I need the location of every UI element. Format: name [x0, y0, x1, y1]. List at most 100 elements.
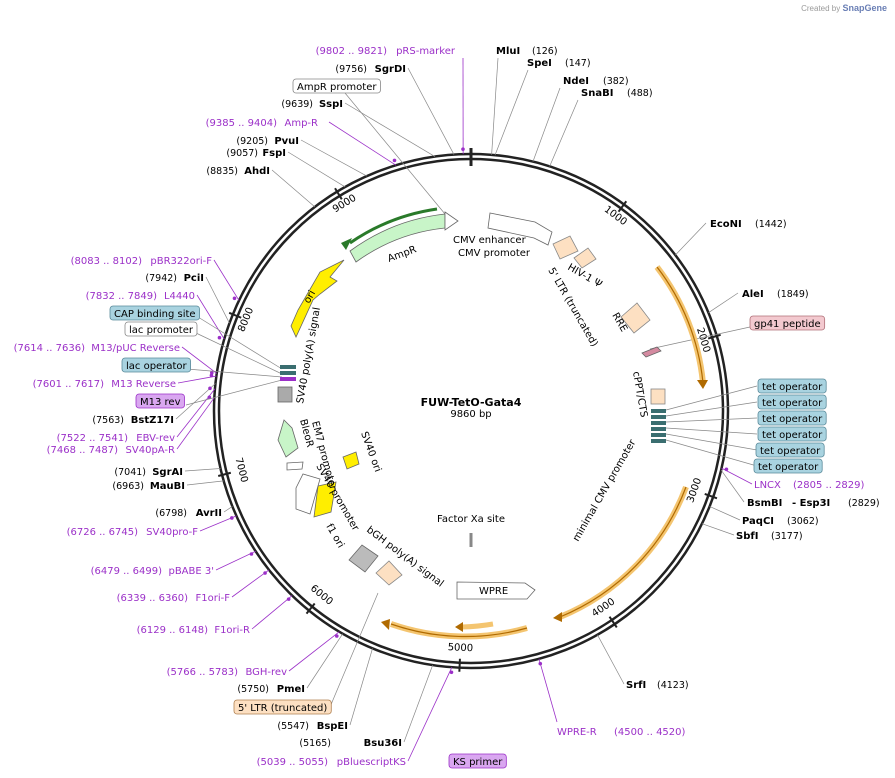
primer-amp-r[interactable]: Amp-R	[285, 118, 319, 129]
enzyme-bsmbi[interactable]: BsmBI	[747, 498, 782, 509]
cppt-feature[interactable]	[650, 388, 666, 405]
enzyme-maubi-pos: (6963)	[112, 481, 144, 492]
ampr-promoter-feature[interactable]	[444, 211, 459, 231]
ampr-feature[interactable]	[349, 213, 446, 263]
primer-f1ori-r[interactable]: F1ori-R	[214, 625, 250, 636]
bleor-feature[interactable]	[277, 419, 299, 458]
enzyme-alei[interactable]: AleI	[742, 289, 764, 300]
label-tet-operator-5[interactable]: tet operator	[755, 442, 825, 458]
enzyme-snabi-pos: (488)	[627, 88, 653, 99]
enzyme-pcii[interactable]: PciI	[184, 273, 204, 284]
gp41-feature[interactable]	[641, 346, 662, 358]
enzyme-bstz17i[interactable]: BstZ17I	[131, 415, 174, 426]
primer-lncx[interactable]: LNCX	[754, 480, 781, 491]
label-lac-promoter[interactable]: lac promoter	[124, 321, 198, 337]
primer-prs-marker[interactable]: pRS-marker	[396, 46, 456, 57]
label-5-ltr-truncated-box	[233, 699, 332, 715]
label-tet-operator-1[interactable]: tet operator	[757, 378, 827, 394]
enzyme-srfi[interactable]: SrfI	[626, 680, 646, 691]
primer-m13-puc-reverse[interactable]: M13/pUC Reverse	[91, 343, 180, 354]
enzyme-bspei[interactable]: BspEI	[317, 721, 348, 732]
label-5-ltr-truncated[interactable]: 5' LTR (truncated)	[233, 699, 332, 715]
primer-site-6	[208, 386, 212, 391]
primer-m13-reverse[interactable]: M13 Reverse	[111, 379, 176, 390]
label-lac-operator[interactable]: lac operator	[121, 357, 191, 373]
leader-primer-9	[215, 550, 256, 571]
primer-f1ori-f[interactable]: F1ori-F	[196, 593, 231, 604]
snapgene-logo-text: SnapGene	[842, 3, 887, 13]
enzyme-pmei[interactable]: PmeI	[277, 684, 305, 695]
ltr-truncated-feature[interactable]	[552, 235, 579, 260]
label-ks-primer[interactable]: KS primer	[448, 753, 507, 769]
enzyme-sspi[interactable]: SspI	[319, 99, 343, 110]
enzyme-econi[interactable]: EcoNI	[710, 219, 742, 230]
label-ampr-promoter[interactable]: AmpR promoter	[292, 78, 381, 94]
sv40-ori-feature[interactable]	[342, 451, 360, 470]
ori-feature[interactable]	[290, 259, 345, 338]
label-cap-binding-site[interactable]: CAP binding site	[109, 305, 200, 321]
label-tet-operator-6[interactable]: tet operator	[753, 458, 823, 474]
label-ks-primer-box	[448, 753, 507, 769]
em7-promoter-feature[interactable]	[286, 461, 304, 471]
label-tet-operator-2[interactable]: tet operator	[757, 394, 827, 410]
enzyme-sbfi[interactable]: SbfI	[736, 531, 758, 542]
label-tet-operator-3[interactable]: tet operator	[757, 410, 827, 426]
label-m13-rev[interactable]: M13 rev	[135, 393, 185, 409]
enzyme-sgrai[interactable]: SgrAI	[152, 467, 183, 478]
leader-feature-0	[344, 92, 446, 215]
enzyme-snabi[interactable]: SnaBI	[581, 88, 613, 99]
primer-site-1	[392, 158, 397, 163]
bgh-polya-feature[interactable]	[348, 544, 379, 573]
wpre-feature[interactable]	[456, 581, 536, 600]
orf-arc-3-head	[381, 619, 390, 630]
primer-sv40pa-r[interactable]: SV40pA-R	[126, 445, 175, 456]
leader-primer-11	[251, 595, 293, 630]
label-gp41-peptide[interactable]: gp41 peptide	[749, 315, 826, 331]
orf-arc-2	[558, 485, 689, 620]
enzyme-mlui[interactable]: MluI	[496, 46, 520, 57]
primer-bgh-rev[interactable]: BGH-rev	[245, 667, 287, 678]
enzyme-spei[interactable]: SpeI	[527, 58, 552, 69]
enzyme-paqci[interactable]: PaqCI	[742, 516, 774, 527]
primer-ebv-rev[interactable]: EBV-rev	[136, 433, 175, 444]
sv40-promoter-feature[interactable]	[295, 473, 321, 515]
cppt-label: cPPT/CTS	[630, 371, 649, 419]
enzyme-bsu36i[interactable]: Bsu36I	[364, 738, 402, 749]
enzyme-avrii[interactable]: AvrII	[196, 508, 222, 519]
f1-ori-feature[interactable]	[313, 481, 337, 518]
enzyme-ahdi[interactable]: AhdI	[244, 166, 270, 177]
enzyme-esp3i[interactable]: - Esp3I	[792, 498, 830, 509]
enzyme-econi-pos: (1442)	[755, 219, 787, 230]
enzyme-sgrdi[interactable]: SgrDI	[375, 64, 406, 75]
primer-ebv-rev-range: (7522 .. 7541)	[57, 433, 129, 444]
primer-pbr322ori-f[interactable]: pBR322ori-F	[150, 256, 212, 267]
enzyme-sgrdi-pos: (9756)	[335, 64, 367, 75]
enzyme-bsmbi-pos: (2829)	[848, 498, 880, 509]
ampr-orf-head	[341, 238, 352, 250]
label-tet-operator-4-box	[757, 426, 827, 442]
enzyme-ndei[interactable]: NdeI	[563, 76, 589, 87]
sv40-polya-feature[interactable]	[277, 386, 293, 403]
tick-3000	[704, 492, 718, 500]
leader-feature-5	[649, 326, 751, 350]
cmv-feature[interactable]	[487, 212, 553, 246]
hiv-psi-feature[interactable]	[573, 247, 597, 269]
rre-feature[interactable]	[620, 302, 651, 334]
label-tet-operator-4[interactable]: tet operator	[757, 426, 827, 442]
primer-l4440[interactable]: L4440	[164, 291, 195, 302]
enzyme-pvui[interactable]: PvuI	[274, 136, 299, 147]
tet-operator-bar-2	[651, 415, 666, 419]
leader-enzyme-22	[407, 67, 455, 155]
snapgene-credit: Created by SnapGene	[801, 3, 887, 13]
leader-enzyme-7	[709, 506, 741, 521]
leader-primer-13	[407, 667, 453, 762]
primer-pbabe-3[interactable]: pBABE 3'	[168, 566, 214, 577]
primer-wpre-r[interactable]: WPRE-R	[557, 727, 597, 738]
primer-pbluescriptks[interactable]: pBluescriptKS	[337, 757, 406, 768]
leader-enzyme-9	[597, 634, 625, 685]
enzyme-fspi[interactable]: FspI	[262, 148, 286, 159]
enzyme-maubi[interactable]: MauBI	[150, 481, 185, 492]
ltr-3-feature[interactable]	[375, 560, 403, 586]
primer-sv40pro-f[interactable]: SV40pro-F	[146, 527, 198, 538]
orf-arc-1-head	[697, 380, 708, 389]
